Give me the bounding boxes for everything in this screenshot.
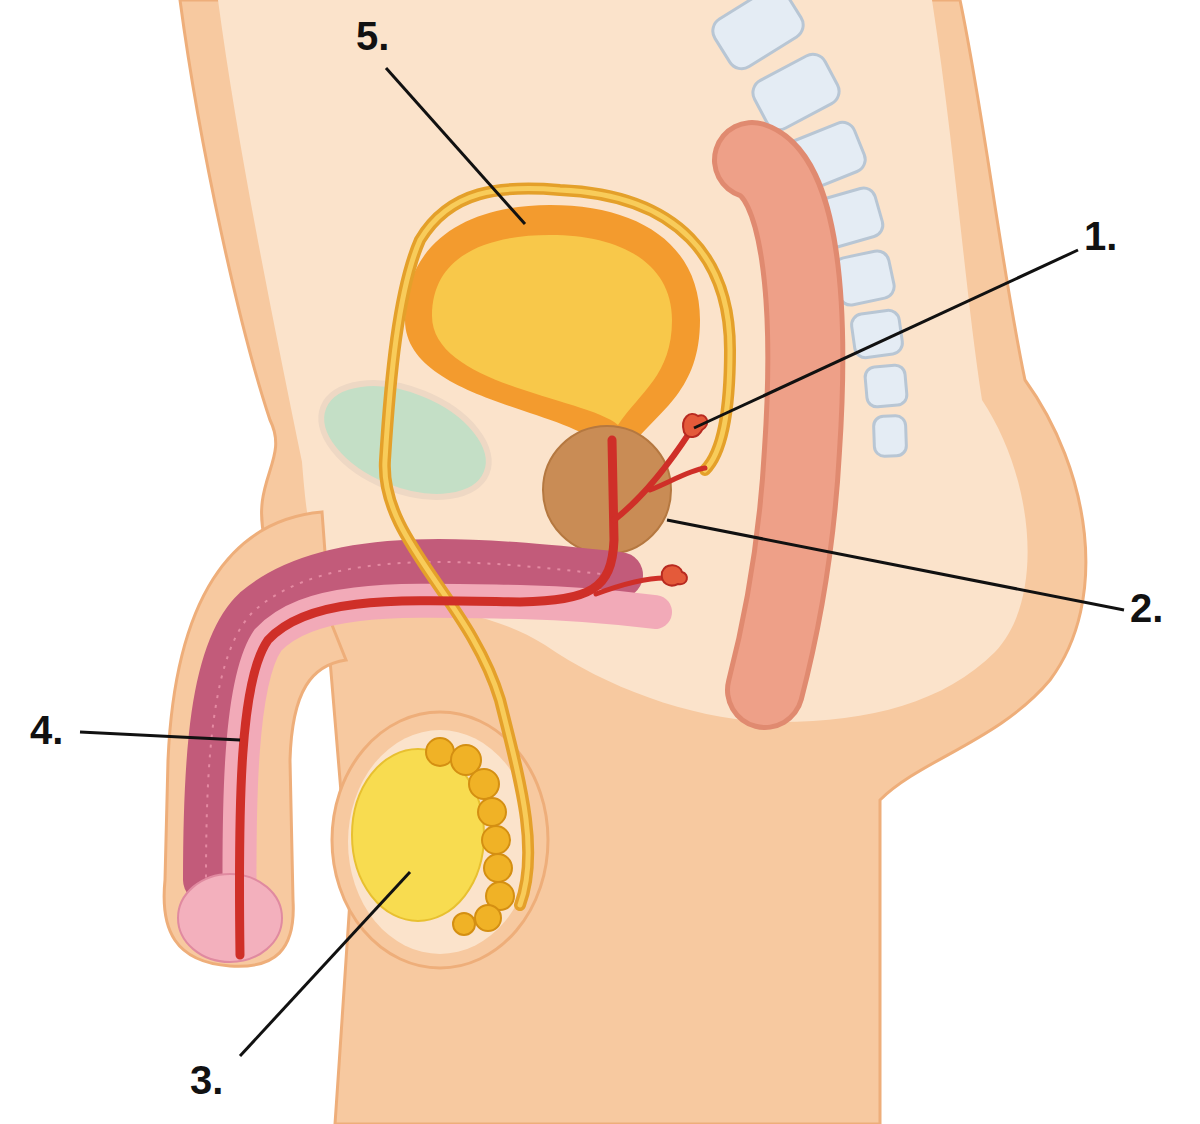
scrotum-inner (348, 730, 532, 954)
bulbourethral-duct (596, 578, 665, 594)
epididymis-lobe (469, 769, 499, 799)
bladder (432, 235, 672, 425)
urethra (239, 440, 614, 955)
epididymis-lobe (482, 826, 510, 854)
body-skin (180, 0, 1086, 1124)
bladder-wall (405, 205, 700, 445)
leader-line (80, 732, 240, 740)
epididymis (426, 738, 514, 935)
callout-number: 1. (1084, 214, 1117, 258)
callout-number: 3. (190, 1058, 223, 1102)
leader-line (694, 250, 1078, 428)
vertebra (864, 364, 907, 407)
glans (178, 874, 282, 962)
callout-number: 4. (30, 708, 63, 752)
bulbourethral-gland (662, 565, 687, 585)
epididymis-lobe (484, 854, 512, 882)
leader-line (240, 872, 410, 1056)
epididymis-lobe (478, 798, 506, 826)
leader-line (667, 520, 1124, 610)
callout-number: 5. (356, 14, 389, 58)
ejaculatory-duct-branch (650, 468, 705, 490)
seminal-vesicle (683, 414, 707, 437)
vertebra (873, 415, 906, 456)
leader-lines (80, 68, 1124, 1056)
rectum-outline (752, 160, 805, 690)
epididymis-lobe (426, 738, 454, 766)
leader-line (386, 68, 525, 224)
corpus-spongiosum (239, 601, 655, 935)
epididymis-lobe (453, 913, 475, 935)
rectum (752, 160, 805, 690)
epididymis-lobe (475, 905, 501, 931)
callout-number: 2. (1130, 586, 1163, 630)
